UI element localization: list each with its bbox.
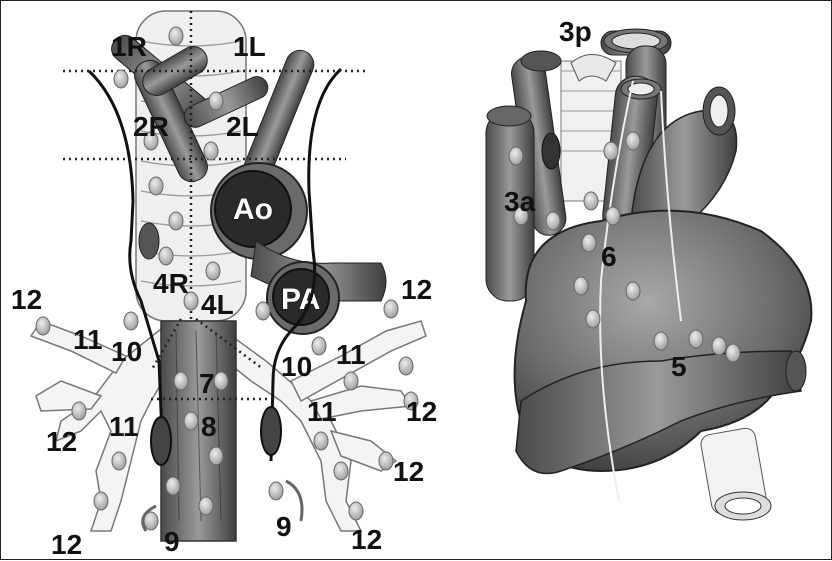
station-12-d: 12: [46, 426, 77, 457]
station-4R: 4R: [153, 268, 189, 299]
azygos-vein: [139, 223, 159, 259]
station-10R: 10: [111, 336, 142, 367]
station-8: 8: [201, 411, 217, 442]
station-11-d: 11: [307, 396, 337, 427]
right-panel: 3p 3a 6 5: [486, 16, 811, 520]
station-12-a: 12: [11, 284, 42, 315]
station-11-c: 11: [109, 411, 139, 442]
station-1L: 1L: [233, 31, 266, 62]
station-1R: 1R: [111, 31, 147, 62]
station-5: 5: [671, 351, 687, 382]
station-12-b: 12: [401, 274, 432, 305]
station-3p: 3p: [559, 16, 592, 47]
station-11-a: 11: [73, 324, 103, 355]
station-11-b: 11: [336, 339, 366, 370]
station-9-left: 9: [276, 511, 292, 542]
station-4L: 4L: [201, 289, 234, 320]
pulmonary-artery: PA: [251, 241, 386, 334]
aorta-label: Ao: [233, 193, 273, 226]
station-12-g: 12: [351, 524, 382, 555]
station-2L: 2L: [226, 111, 259, 142]
bronchus-stub: [699, 427, 771, 520]
left-panel: Ao PA: [11, 11, 437, 560]
station-7: 7: [199, 368, 215, 399]
station-10L: 10: [281, 351, 312, 382]
station-12-f: 12: [51, 529, 82, 560]
station-6: 6: [601, 241, 617, 272]
station-12-e: 12: [393, 456, 424, 487]
station-2R: 2R: [133, 111, 169, 142]
station-9-right: 9: [164, 526, 180, 557]
station-12-c: 12: [406, 396, 437, 427]
station-3a: 3a: [504, 186, 536, 217]
